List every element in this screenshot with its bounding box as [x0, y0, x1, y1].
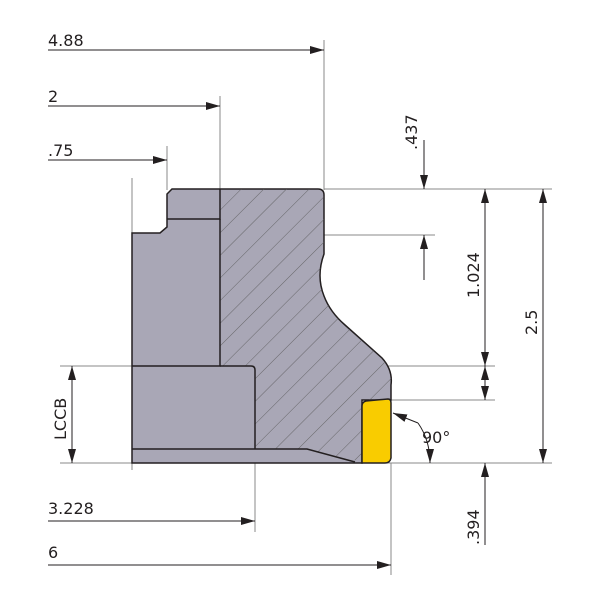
dim-label-2: 2: [48, 87, 58, 106]
cutter-body: [131, 188, 393, 464]
dim-label-6: 6: [48, 543, 58, 562]
dim-label-2-5: 2.5: [522, 310, 541, 335]
dim-label-0-437: .437: [402, 114, 421, 150]
dim-label-0-75: .75: [48, 141, 73, 160]
dim-label-4-88: 4.88: [48, 31, 84, 50]
dim-label-90-degrees: 90°: [422, 428, 450, 447]
cutting-insert: [361, 398, 392, 464]
dim-label-1-024: 1.024: [464, 252, 483, 298]
dimension-lines: [48, 46, 547, 569]
dim-label-3-228: 3.228: [48, 499, 94, 518]
dim-label-lccb: LCCB: [51, 398, 70, 440]
dim-label-0-394: .394: [464, 509, 483, 545]
